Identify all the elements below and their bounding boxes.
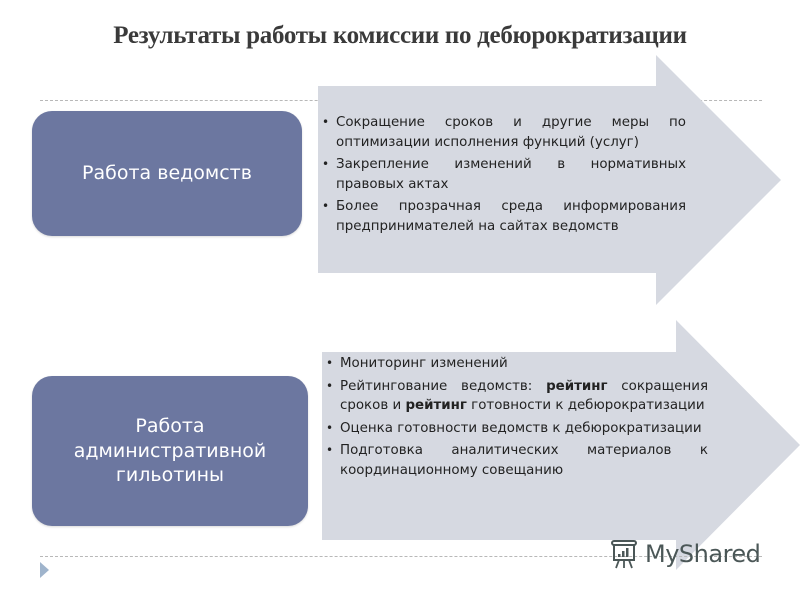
bullet-item: Мониторинг изменений bbox=[326, 354, 708, 374]
bullet-item: Подготовка аналитических материалов к ко… bbox=[326, 441, 708, 480]
box-administrative-guillotine: Работа административной гильотины bbox=[32, 376, 308, 526]
box-label-line: Работа bbox=[135, 414, 205, 437]
box-label-line: гильотины bbox=[115, 464, 225, 487]
slide-title: Результаты работы комиссии по дебюрократ… bbox=[113, 22, 687, 49]
watermark-text: MyShared bbox=[645, 540, 761, 568]
divider-bottom bbox=[40, 556, 762, 557]
bullet-item: Более прозрачная среда информирования пр… bbox=[322, 197, 686, 236]
play-triangle-icon[interactable] bbox=[40, 562, 49, 578]
watermark-logo: MyShared bbox=[607, 536, 761, 572]
box-label-line: административной bbox=[73, 439, 267, 462]
bullet-item: Рейтингование ведомств: рейтинг сокращен… bbox=[326, 377, 708, 416]
bullet-list-2: Мониторинг изменений Рейтингование ведом… bbox=[326, 354, 708, 483]
bullet-item: Закрепление изменений в нормативных прав… bbox=[322, 155, 686, 194]
bullet-item: Сокращение сроков и другие меры по оптим… bbox=[322, 113, 686, 152]
bullet-item: Оценка готовности ведомств к дебюрократи… bbox=[326, 419, 708, 439]
presentation-board-icon bbox=[611, 540, 637, 569]
box-label: Работа ведомств bbox=[82, 162, 252, 185]
bullet-list-1: Сокращение сроков и другие меры по оптим… bbox=[322, 113, 686, 239]
box-agencies-work: Работа ведомств bbox=[32, 111, 302, 236]
